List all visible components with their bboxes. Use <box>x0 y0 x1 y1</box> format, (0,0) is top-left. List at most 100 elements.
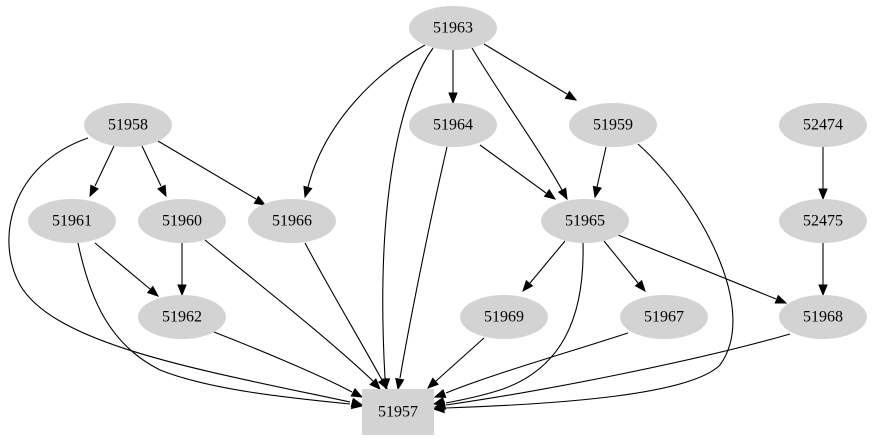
node-ellipse <box>138 295 226 339</box>
edge-line <box>479 144 547 194</box>
graph-nodes: 51963 51958 51964 51959 52474 51961 51960 51966… <box>28 6 867 435</box>
arrowhead <box>557 187 568 201</box>
node-ellipse <box>779 103 867 147</box>
node-ellipse <box>409 103 497 147</box>
node-51961[interactable]: 51961 <box>28 199 116 243</box>
edge-51963-to-51966 <box>303 44 426 199</box>
node-label: 51959 <box>593 117 633 134</box>
edge-51962-to-51957 <box>213 331 364 398</box>
node-label: 51966 <box>272 213 312 230</box>
node-ellipse <box>541 199 629 243</box>
arrowhead <box>427 377 439 389</box>
node-label: 51957 <box>378 404 418 421</box>
node-51958[interactable]: 51958 <box>84 103 172 147</box>
node-52474[interactable]: 52474 <box>779 103 867 147</box>
edge-line <box>141 145 162 187</box>
node-ellipse <box>569 103 657 147</box>
edge-51958-to-51960 <box>141 145 167 198</box>
edge-51960-to-51962 <box>177 243 187 297</box>
arrowhead <box>522 279 534 293</box>
node-51962[interactable]: 51962 <box>138 295 226 339</box>
edge-line <box>445 332 629 394</box>
node-label: 51967 <box>644 309 684 326</box>
node-51959[interactable]: 51959 <box>569 103 657 147</box>
arrowhead <box>433 400 447 410</box>
arrowhead <box>774 294 788 304</box>
node-label: 51958 <box>108 117 148 134</box>
arrowhead <box>89 184 99 198</box>
edge-line <box>399 146 448 379</box>
edge-line <box>445 242 584 404</box>
node-51964[interactable]: 51964 <box>409 103 497 147</box>
edge-51959-to-51957 <box>432 143 734 414</box>
edge-51964-to-51965 <box>479 144 557 200</box>
arrowhead <box>369 378 381 390</box>
arrowhead <box>395 377 405 391</box>
edge-line <box>304 242 383 381</box>
edge-line <box>617 234 777 300</box>
arrowhead <box>350 399 364 410</box>
edge-line <box>213 331 353 393</box>
arrowhead <box>303 185 313 199</box>
node-51967[interactable]: 51967 <box>620 295 708 339</box>
node-51965[interactable]: 51965 <box>541 199 629 243</box>
edge-line <box>435 337 485 382</box>
edge-51958-to-51961 <box>89 145 115 198</box>
arrowhead <box>157 184 167 198</box>
node-ellipse <box>28 199 116 243</box>
arrowhead <box>177 284 187 297</box>
graph-edges <box>8 43 828 414</box>
node-label: 51965 <box>565 213 605 230</box>
node-ellipse <box>248 199 336 243</box>
node-label: 52474 <box>803 117 843 134</box>
edge-line <box>445 333 791 406</box>
node-51957[interactable]: 51957 <box>362 389 434 435</box>
arrowhead <box>592 185 602 199</box>
edge-51966-to-51957 <box>304 242 388 391</box>
edge-52475-to-51968 <box>818 243 828 297</box>
edge-51961-to-51957 <box>77 242 364 410</box>
edge-line <box>529 240 566 284</box>
edge-line <box>471 47 563 191</box>
node-ellipse <box>779 199 867 243</box>
arrowhead <box>818 188 828 201</box>
edge-51968-to-51957 <box>433 333 791 410</box>
node-ellipse <box>409 6 497 50</box>
node-box <box>362 389 434 435</box>
node-ellipse <box>460 295 548 339</box>
arrowhead <box>377 377 388 391</box>
arrowhead <box>448 92 458 105</box>
node-52475[interactable]: 52475 <box>779 199 867 243</box>
edge-51961-to-51962 <box>94 242 160 297</box>
edge-51959-to-51965 <box>592 146 607 199</box>
edge-51958-to-51966 <box>157 140 267 206</box>
edge-line <box>445 143 734 409</box>
edge-line <box>157 140 257 200</box>
edge-51958-to-51957 <box>8 137 364 407</box>
arrowhead <box>564 90 578 101</box>
edge-51965-to-51967 <box>603 240 646 293</box>
node-51966[interactable]: 51966 <box>248 199 336 243</box>
edge-line <box>94 145 115 187</box>
edge-52474-to-52475 <box>818 147 828 201</box>
edge-51964-to-51957 <box>395 146 448 391</box>
edge-line <box>603 240 639 284</box>
edge-51963-to-51964 <box>448 50 458 105</box>
node-label: 51961 <box>52 213 92 230</box>
node-label: 51963 <box>433 20 473 37</box>
node-ellipse <box>779 295 867 339</box>
node-label: 51964 <box>433 117 473 134</box>
arrowhead <box>350 387 364 398</box>
node-51960[interactable]: 51960 <box>138 199 226 243</box>
edge-51965-to-51968 <box>617 234 788 304</box>
node-51968[interactable]: 51968 <box>779 295 867 339</box>
edge-line <box>382 47 434 379</box>
node-51969[interactable]: 51969 <box>460 295 548 339</box>
edge-51967-to-51957 <box>433 332 629 398</box>
edge-line <box>94 242 151 290</box>
node-51963[interactable]: 51963 <box>409 6 497 50</box>
node-ellipse <box>138 199 226 243</box>
arrowhead <box>818 284 828 297</box>
node-label: 51962 <box>162 309 202 326</box>
edge-51963-to-51965 <box>471 47 568 201</box>
